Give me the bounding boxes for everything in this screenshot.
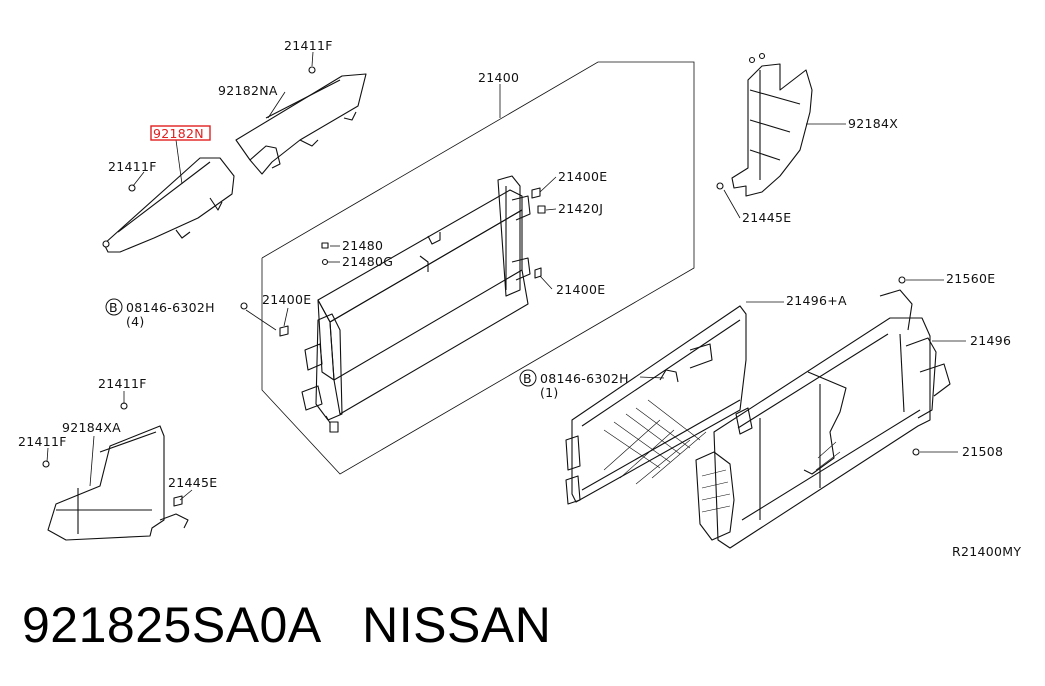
radiator-assembly-box xyxy=(261,61,695,475)
callout-21445E-top: 21445E xyxy=(742,210,791,225)
fasteners-radiator xyxy=(240,187,546,337)
callout-bolt-1-qty: (4) xyxy=(126,314,145,329)
leader-lines xyxy=(46,51,966,501)
fan-shroud-21496A xyxy=(565,305,747,505)
callout-21480G: 21480G xyxy=(342,254,393,269)
callout-21400E-1: 21400E xyxy=(558,169,607,184)
bolt-marker-2-letter: B xyxy=(523,371,532,386)
air-guide-92182N xyxy=(102,157,235,253)
callout-21560E: 21560E xyxy=(946,271,995,286)
callout-21400E-2: 21400E xyxy=(556,282,605,297)
callout-21411F-bl: 21411F xyxy=(18,434,67,449)
callout-21411F-left: 21411F xyxy=(108,159,157,174)
bolt-marker-1 xyxy=(105,298,123,316)
callout-21445E-bottom: 21445E xyxy=(168,475,217,490)
callout-21420J: 21420J xyxy=(558,201,603,216)
callout-92184X: 92184X xyxy=(848,116,898,131)
callout-21496A: 21496+A xyxy=(786,293,847,308)
callout-21480: 21480 xyxy=(342,238,383,253)
callout-labels: 21411F 92182NA 92182N 21411F 21400 21400… xyxy=(18,38,1021,559)
footer-caption: 921825SA0A NISSAN xyxy=(22,596,551,654)
footer-part-number: 921825SA0A xyxy=(22,597,319,653)
air-guide-92184X xyxy=(716,52,813,197)
footer-brand: NISSAN xyxy=(362,597,552,653)
callout-21411F-bottom: 21411F xyxy=(98,376,147,391)
callout-bolt-2: 08146-6302H xyxy=(540,371,629,386)
callout-92184XA: 92184XA xyxy=(62,420,121,435)
callout-21508: 21508 xyxy=(962,444,1003,459)
radiator-21400 xyxy=(301,175,531,433)
callout-21400: 21400 xyxy=(478,70,519,85)
bolt-marker-1-letter: B xyxy=(109,300,118,315)
callout-21400E-3: 21400E xyxy=(262,292,311,307)
bolt-marker-2 xyxy=(519,369,537,387)
callout-92182NA: 92182NA xyxy=(218,83,278,98)
air-guide-92184XA xyxy=(42,402,189,541)
air-guide-92182NA xyxy=(235,66,367,175)
callout-21411F-top: 21411F xyxy=(284,38,333,53)
callout-bolt-1: 08146-6302H xyxy=(126,300,215,315)
radiator-core-support-21496 xyxy=(695,276,951,549)
callout-92182N: 92182N xyxy=(153,126,204,141)
highlight-box xyxy=(150,125,211,141)
callout-bolt-2-qty: (1) xyxy=(540,385,559,400)
diagram-code: R21400MY xyxy=(952,544,1021,559)
footer-spacer xyxy=(319,597,362,653)
callout-21496: 21496 xyxy=(970,333,1011,348)
